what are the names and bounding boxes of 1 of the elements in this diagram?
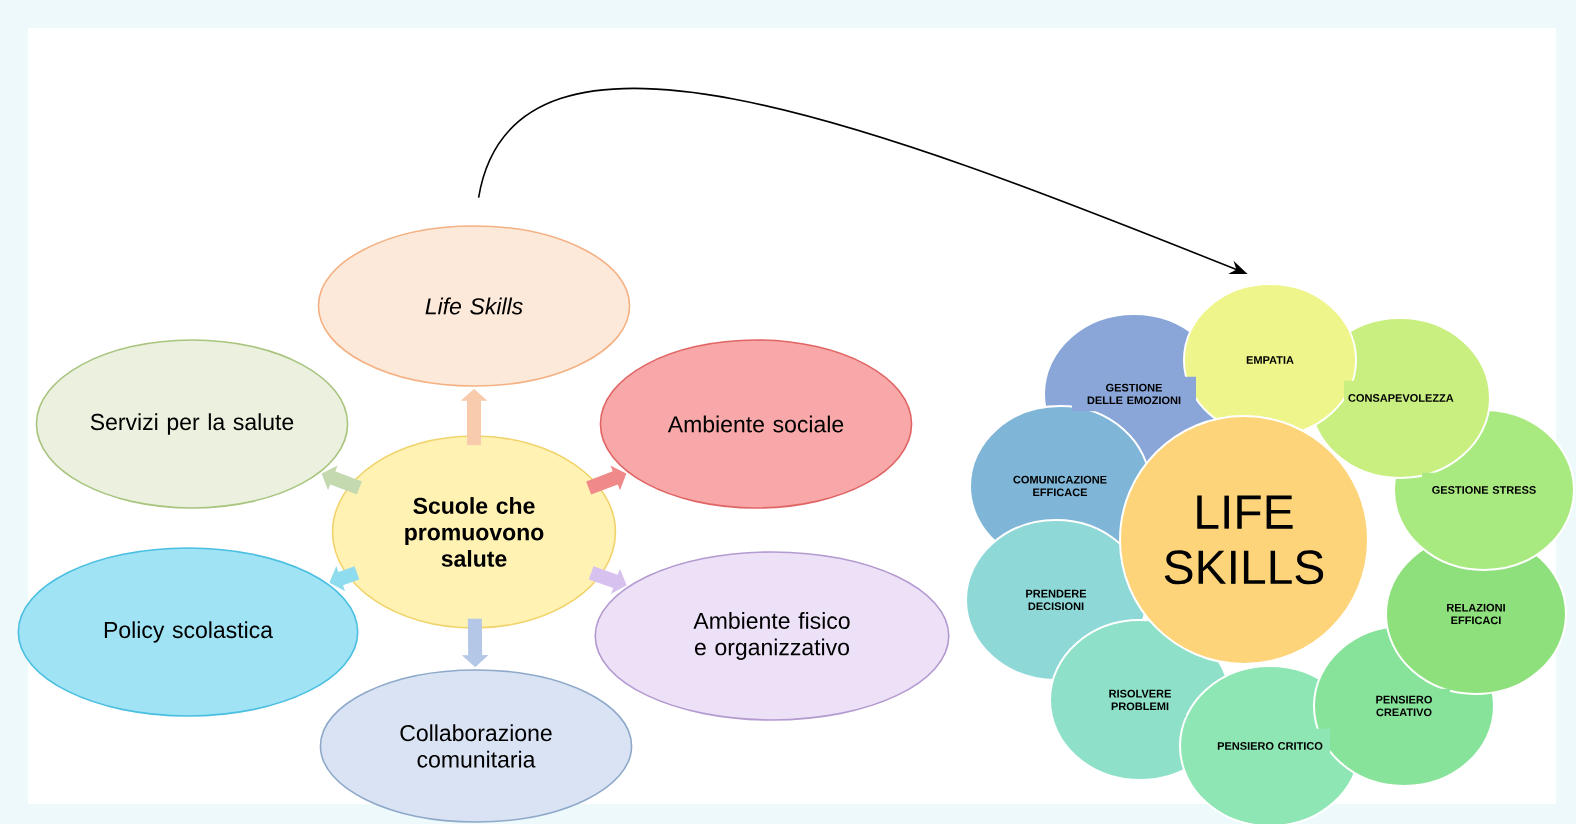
arrow [329, 566, 360, 592]
